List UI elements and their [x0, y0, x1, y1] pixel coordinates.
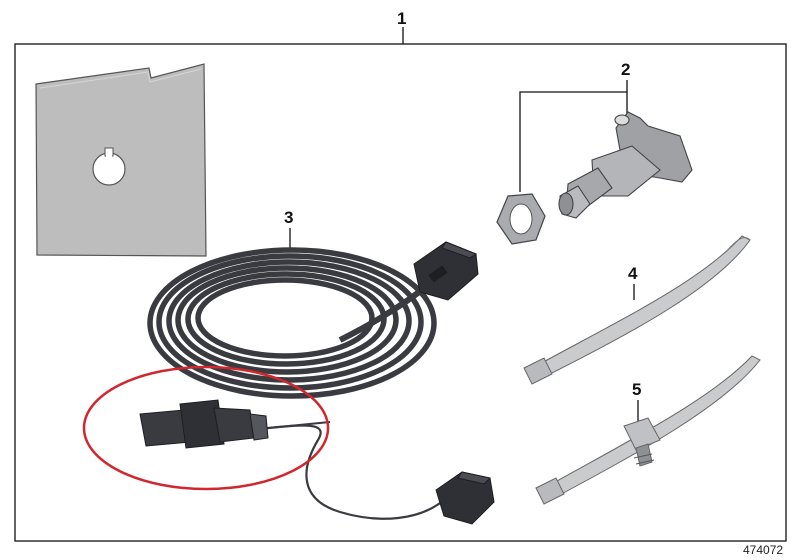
- document-number: 474072: [743, 543, 783, 557]
- callout-tie-clip: 5: [632, 380, 641, 399]
- socket-body: [558, 111, 693, 219]
- cable-tie-with-clip: [535, 355, 761, 505]
- callout-cable: 3: [284, 208, 293, 227]
- lower-connector: [435, 471, 495, 525]
- callout-socket: 2: [621, 60, 630, 79]
- upper-connector: [413, 241, 479, 301]
- cable-lead-lower: [249, 424, 445, 520]
- speed-sensor: [139, 399, 331, 449]
- cable-tie: [523, 235, 751, 385]
- socket-leader: [519, 80, 628, 192]
- hex-nut: [496, 193, 546, 245]
- kit-frame: [14, 43, 787, 542]
- callout-kit: 1: [397, 9, 406, 28]
- gasket-plate: [35, 63, 207, 257]
- coiled-cable: [147, 247, 437, 399]
- callout-tie: 4: [628, 264, 638, 283]
- highlight-ellipse: [82, 365, 330, 491]
